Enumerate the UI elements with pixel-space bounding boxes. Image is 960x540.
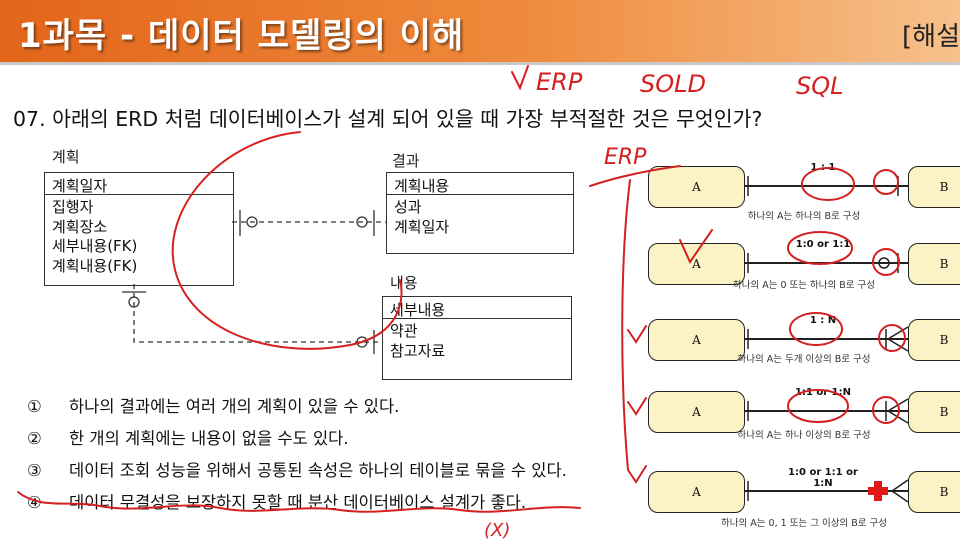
annotation-circle bbox=[787, 389, 849, 423]
entity-result-attr: 성과 bbox=[394, 198, 422, 216]
page-title: 1과목 - 데이터 모델링의 이해 bbox=[18, 16, 465, 56]
entity-plan-attr: 계획장소 bbox=[52, 217, 108, 236]
entity-content-attr: 참고자료 bbox=[390, 341, 446, 360]
option-number: ① bbox=[27, 397, 42, 416]
annotation-x-mark: (X) bbox=[484, 520, 510, 540]
notation-entity-b: B bbox=[908, 166, 960, 208]
entity-label-content: 내용 bbox=[390, 274, 418, 292]
relation-plan-content bbox=[133, 284, 382, 343]
annotation-circle bbox=[801, 167, 855, 201]
annotation-circle bbox=[873, 169, 899, 195]
notation-cardinality: 1:0 or 1:1 or 1:N bbox=[788, 467, 858, 489]
entity-plan-attr: 집행자 bbox=[52, 198, 94, 216]
notation-entity-a: A bbox=[648, 471, 745, 513]
annotation-loop bbox=[171, 131, 403, 350]
title-banner: 1과목 - 데이터 모델링의 이해 [해설 bbox=[0, 0, 960, 65]
annotation-erp-top: ERP bbox=[536, 68, 583, 96]
option-text: 한 개의 계획에는 내용이 없을 수도 있다. bbox=[69, 429, 349, 448]
option-number: ④ bbox=[27, 493, 42, 512]
entity-result: 계획내용 성과 계획일자 bbox=[386, 172, 574, 254]
annotation-erp-side: ERP bbox=[604, 145, 647, 170]
notation-row-1-n: A 1 : N B 하나의 A는 두개 이상의 B로 구성 bbox=[648, 315, 960, 365]
option-3[interactable]: ③ 데이터 조회 성능을 위해서 공통된 속성은 하나의 테이블로 묶을 수 있다… bbox=[27, 457, 567, 481]
notation-cardinality: 1:0 or 1:1 bbox=[795, 239, 851, 250]
annotation-line bbox=[589, 165, 681, 187]
notation-cardinality: 1 : N bbox=[809, 315, 837, 326]
check-icon bbox=[679, 229, 713, 265]
notation-entity-b: B bbox=[908, 319, 960, 361]
entity-plan-attr: 계획내용(FK) bbox=[52, 256, 138, 275]
notation-entity-a: A bbox=[648, 243, 745, 285]
entity-content: 세부내용 약관 참고자료 bbox=[382, 296, 572, 380]
notation-entity-b: B bbox=[908, 391, 960, 433]
notation-entity-a: A bbox=[648, 319, 745, 361]
entity-content-attr: 약관 bbox=[390, 322, 418, 340]
notation-line bbox=[744, 490, 908, 492]
notation-row-1-0-or-1: A 1:0 or 1:1 B 하나의 A는 0 또는 하나의 B로 구성 bbox=[648, 239, 960, 291]
check-icon bbox=[511, 65, 529, 91]
entity-label-plan: 계획 bbox=[52, 148, 80, 166]
notation-description: 하나의 A는 하나 이상의 B로 구성 bbox=[737, 430, 871, 441]
entity-label-result: 결과 bbox=[392, 152, 420, 170]
notation-description: 하나의 A는 0, 1 또는 그 이상의 B로 구성 bbox=[721, 518, 887, 529]
notation-description: 하나의 A는 하나의 B로 구성 bbox=[747, 211, 861, 222]
entity-content-key: 세부내용 bbox=[383, 297, 571, 319]
question-text: 07. 아래의 ERD 처럼 데이터베이스가 설계 되어 있을 때 가장 부적절… bbox=[13, 107, 763, 131]
notation-description: 하나의 A는 두개 이상의 B로 구성 bbox=[737, 354, 871, 365]
notation-row-1-1-or-1-n: A 1:1 or 1:N B 하나의 A는 하나 이상의 B로 구성 bbox=[648, 387, 960, 441]
option-text: 데이터 무결성을 보장하지 못할 때 분산 데이터베이스 설계가 좋다. bbox=[69, 493, 527, 512]
option-number: ② bbox=[27, 429, 42, 448]
notation-entity-a: A bbox=[648, 166, 745, 208]
notation-entity-b: B bbox=[908, 243, 960, 285]
annotation-circle bbox=[872, 248, 900, 276]
notation-line bbox=[744, 410, 908, 412]
annotation-circle bbox=[787, 231, 853, 265]
annotation-underline bbox=[17, 491, 581, 513]
entity-plan-attr: 세부내용(FK) bbox=[52, 237, 138, 255]
annotation-circle bbox=[872, 396, 900, 424]
option-text: 데이터 조회 성능을 위해서 공통된 속성은 하나의 테이블로 묶을 수 있다. bbox=[69, 461, 567, 480]
notation-line bbox=[744, 185, 908, 187]
entity-result-key: 계획내용 bbox=[387, 173, 573, 195]
annotation-circle bbox=[878, 324, 906, 352]
annotation-sold: SOLD bbox=[640, 70, 706, 98]
option-number: ③ bbox=[27, 461, 42, 480]
entity-result-attr: 계획일자 bbox=[394, 217, 450, 236]
notation-entity-a: A bbox=[648, 391, 745, 433]
option-1[interactable]: ① 하나의 결과에는 여러 개의 계획이 있을 수 있다. bbox=[27, 393, 399, 417]
notation-row-1-1: A 1 : 1 B 하나의 A는 하나의 B로 구성 bbox=[648, 162, 960, 222]
entity-plan-key: 계획일자 bbox=[45, 173, 233, 195]
notation-description: 하나의 A는 0 또는 하나의 B로 구성 bbox=[732, 280, 876, 291]
notation-entity-b: B bbox=[908, 471, 960, 513]
notation-row-0-1-n: A 1:0 or 1:1 or 1:N B 하나의 A는 0, 1 또는 그 이… bbox=[648, 467, 960, 529]
red-marker-icon bbox=[868, 481, 888, 501]
annotation-sql: SQL bbox=[796, 72, 844, 100]
option-text: 하나의 결과에는 여러 개의 계획이 있을 수 있다. bbox=[69, 397, 400, 416]
solution-tag: [해설 bbox=[902, 22, 960, 52]
option-2[interactable]: ② 한 개의 계획에는 내용이 없을 수도 있다. bbox=[27, 425, 349, 449]
option-4[interactable]: ④ 데이터 무결성을 보장하지 못할 때 분산 데이터베이스 설계가 좋다. bbox=[27, 489, 526, 513]
check-icon bbox=[627, 397, 647, 416]
check-icon bbox=[627, 325, 647, 344]
annotation-line bbox=[621, 179, 631, 471]
check-icon bbox=[627, 465, 647, 484]
notation-line bbox=[744, 338, 908, 340]
notation-cardinality: 1:1 or 1:N bbox=[794, 387, 851, 398]
annotation-circle bbox=[789, 312, 843, 346]
entity-plan: 계획일자 집행자 계획장소 세부내용(FK) 계획내용(FK) bbox=[44, 172, 234, 286]
